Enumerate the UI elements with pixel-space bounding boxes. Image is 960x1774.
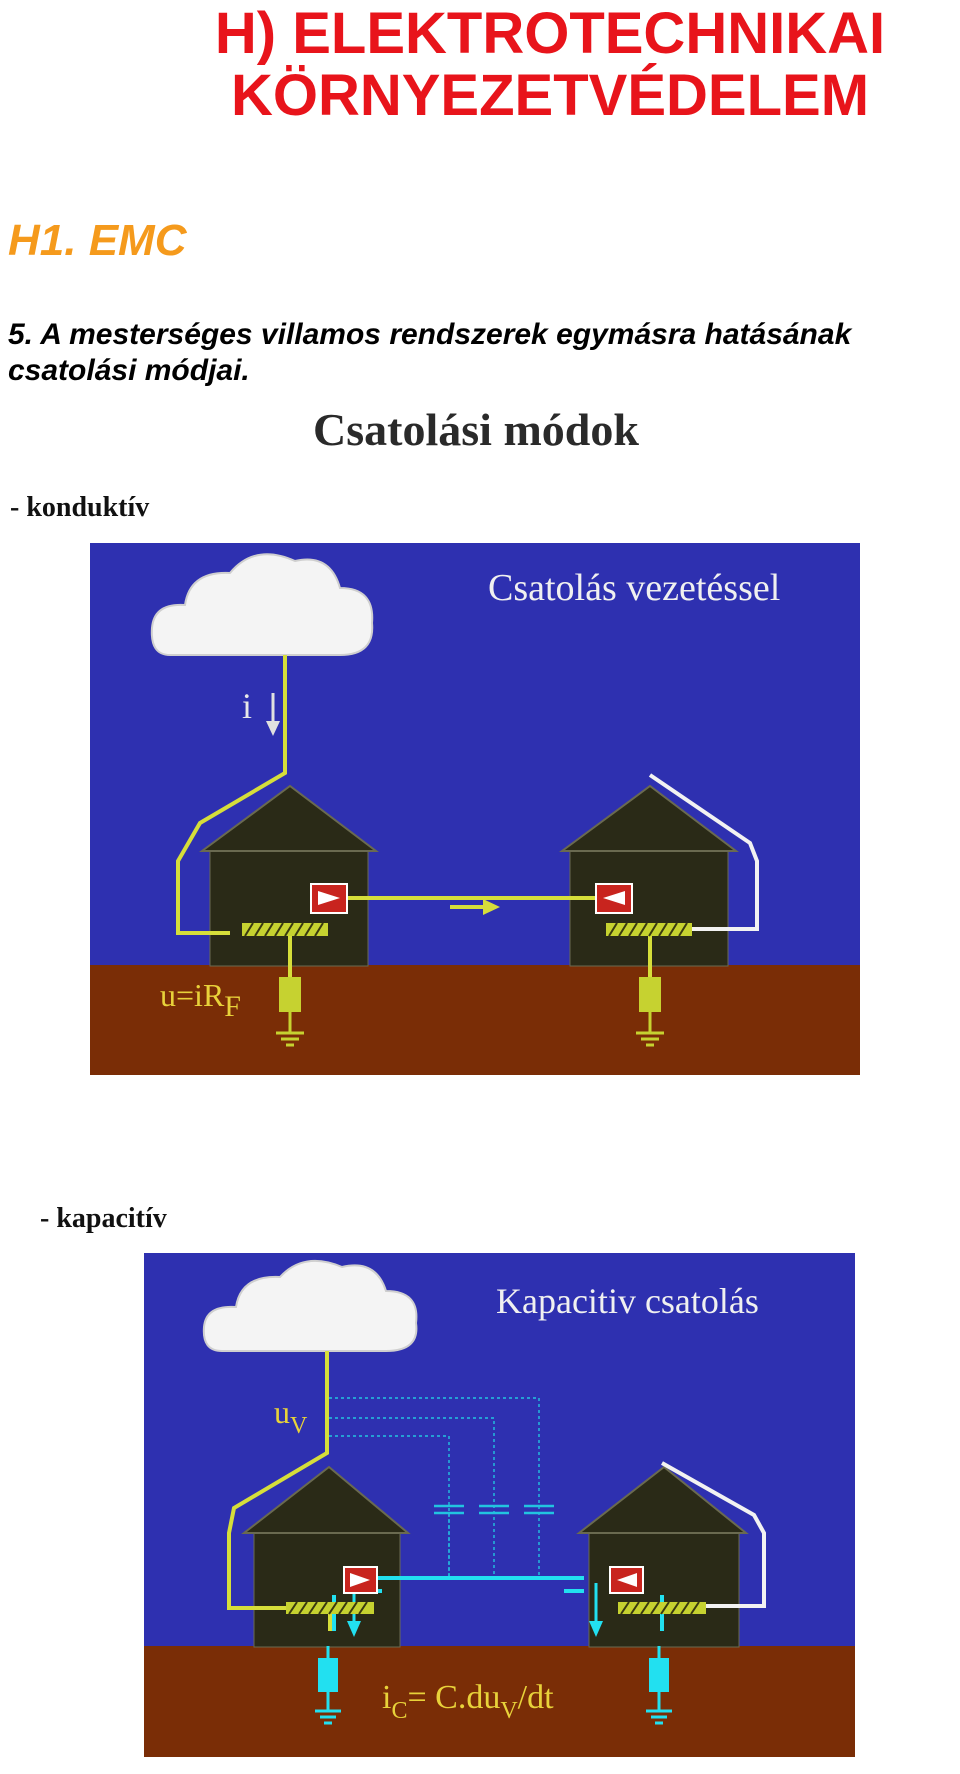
cyan-arrow-right-icon bbox=[589, 1583, 603, 1637]
signal-arrow-icon bbox=[450, 899, 500, 915]
ground-background bbox=[90, 965, 860, 1075]
formula-mid: = C.du bbox=[407, 1679, 500, 1716]
device-left-icon bbox=[343, 1566, 378, 1594]
capacitive-diagram: Kapacitiv csatolás uV bbox=[144, 1253, 855, 1757]
resistor-right bbox=[639, 977, 661, 1012]
house-left bbox=[241, 1465, 411, 1648]
device-left-icon bbox=[310, 883, 348, 914]
ground-symbol-left-icon bbox=[276, 1012, 304, 1047]
capacitor-icons bbox=[434, 1504, 554, 1515]
grounding-bar-left bbox=[242, 922, 328, 937]
grounding-bar-left bbox=[286, 1601, 374, 1615]
voltage-subscript: F bbox=[224, 990, 241, 1023]
cloud-icon bbox=[202, 1260, 418, 1352]
ground-symbol-right-icon bbox=[646, 1692, 672, 1725]
white-wire bbox=[661, 1461, 766, 1608]
conductive-diagram: Csatolás vezetéssel i bbox=[90, 543, 860, 1075]
formula-sub: V bbox=[500, 1698, 518, 1724]
grounding-bar-right bbox=[606, 922, 692, 937]
question-text: 5. A mesterséges villamos rendszerek egy… bbox=[8, 317, 960, 389]
question-line2: csatolási módjai. bbox=[8, 354, 250, 387]
figure-title: Csatolási módok bbox=[313, 404, 639, 455]
device-right-icon bbox=[609, 1566, 644, 1594]
formula-i-sub: C bbox=[391, 1698, 407, 1724]
voltage-label: u bbox=[274, 1394, 290, 1430]
panel-title-conductive: Csatolás vezetéssel bbox=[488, 567, 780, 609]
ground-symbol-right-icon bbox=[636, 1012, 664, 1047]
formula-end: /dt bbox=[518, 1679, 554, 1716]
resistor-right bbox=[649, 1658, 669, 1692]
current-arrow-icon bbox=[266, 693, 280, 736]
ground-feed-lines bbox=[326, 1646, 661, 1658]
current-label: i bbox=[242, 686, 252, 726]
device-right-icon bbox=[595, 883, 633, 914]
voltage-subscript: V bbox=[290, 1413, 308, 1439]
capacitive-formula: iC= C.duV/dt bbox=[382, 1679, 554, 1724]
resistor-left bbox=[279, 977, 301, 1012]
ground-background bbox=[144, 1646, 855, 1757]
section-title: H1. EMC bbox=[8, 216, 187, 265]
voltage-formula-conductive: u=iRF bbox=[160, 977, 241, 1023]
question-line1: 5. A mesterséges villamos rendszerek egy… bbox=[8, 318, 852, 351]
voltage-formula-capacitive: uV bbox=[274, 1394, 308, 1439]
cloud-icon bbox=[150, 553, 374, 656]
bullet-conductive: - konduktív bbox=[10, 492, 150, 523]
grounding-bar-right bbox=[618, 1601, 706, 1615]
panel-title-capacitive: Kapacitiv csatolás bbox=[496, 1281, 759, 1321]
main-title-line1: H) ELEKTROTECHNIKAI bbox=[214, 1, 886, 66]
voltage-label: u=iR bbox=[160, 977, 225, 1013]
bullet-capacitive: - kapacitív bbox=[40, 1203, 167, 1234]
formula-i: i bbox=[382, 1679, 391, 1716]
white-wire bbox=[648, 773, 759, 931]
coupling-dotted-lines bbox=[329, 1397, 540, 1578]
main-title-line2: KÖRNYEZETVÉDELEM bbox=[230, 63, 870, 128]
ground-symbol-left-icon bbox=[315, 1692, 341, 1725]
resistor-left bbox=[318, 1658, 338, 1692]
